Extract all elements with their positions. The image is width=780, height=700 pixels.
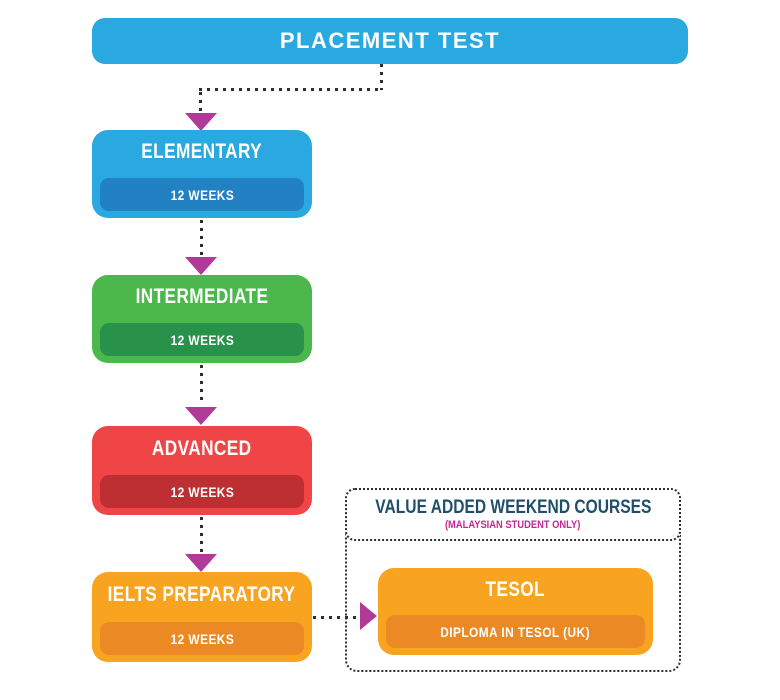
- arrow-down-icon: [185, 113, 217, 131]
- connector-advanced-ielts: [200, 517, 203, 553]
- placement-test-label: PLACEMENT TEST: [279, 28, 501, 53]
- course-title: ELEMENTARY: [141, 140, 263, 163]
- course-box-elementary: ELEMENTARY 12 WEEKS: [92, 130, 312, 218]
- course-title-area: INTERMEDIATE: [92, 275, 312, 319]
- course-title: ADVANCED: [152, 436, 252, 460]
- arrow-down-icon: [185, 554, 217, 572]
- course-box-intermediate: INTERMEDIATE 12 WEEKS: [92, 275, 312, 363]
- duration-label: DIPLOMA IN TESOL (UK): [440, 623, 591, 640]
- arrow-down-icon: [185, 257, 217, 275]
- connector-banner-to-elementary: [199, 92, 202, 114]
- course-box-advanced: ADVANCED 12 WEEKS: [92, 426, 312, 515]
- course-title: INTERMEDIATE: [135, 285, 269, 308]
- arrow-right-icon: [360, 602, 377, 630]
- weekend-courses-header: VALUE ADDED WEEKEND COURSES (MALAYSIAN S…: [345, 488, 681, 541]
- connector-banner-elbow: [199, 88, 383, 91]
- course-title-area: ADVANCED: [92, 426, 312, 471]
- arrow-down-icon: [185, 407, 217, 425]
- course-title-area: TESOL: [378, 568, 653, 611]
- duration-band: DIPLOMA IN TESOL (UK): [386, 615, 645, 648]
- connector-ielts-tesol: [313, 616, 360, 619]
- course-title-area: ELEMENTARY: [92, 130, 312, 174]
- course-title-area: IELTS PREPARATORY: [92, 572, 312, 618]
- duration-label: 12 WEEKS: [170, 186, 234, 203]
- placement-test-banner: PLACEMENT TEST: [92, 18, 688, 64]
- course-title: IELTS PREPARATORY: [108, 583, 296, 606]
- duration-label: 12 WEEKS: [170, 331, 234, 348]
- connector-intermediate-advanced: [200, 365, 203, 405]
- duration-band: 12 WEEKS: [100, 622, 304, 655]
- weekend-courses-title: VALUE ADDED WEEKEND COURSES: [374, 497, 652, 519]
- duration-label: 12 WEEKS: [170, 630, 234, 647]
- duration-band: 12 WEEKS: [100, 475, 304, 508]
- weekend-courses-subtitle: (MALAYSIAN STUDENT ONLY): [445, 519, 581, 532]
- duration-band: 12 WEEKS: [100, 323, 304, 356]
- connector-banner-drop: [380, 64, 383, 90]
- course-box-tesol: TESOL DIPLOMA IN TESOL (UK): [378, 568, 653, 655]
- duration-label: 12 WEEKS: [170, 483, 234, 500]
- connector-elementary-intermediate: [200, 220, 203, 256]
- course-title: TESOL: [485, 577, 546, 601]
- duration-band: 12 WEEKS: [100, 178, 304, 211]
- course-box-ielts-preparatory: IELTS PREPARATORY 12 WEEKS: [92, 572, 312, 662]
